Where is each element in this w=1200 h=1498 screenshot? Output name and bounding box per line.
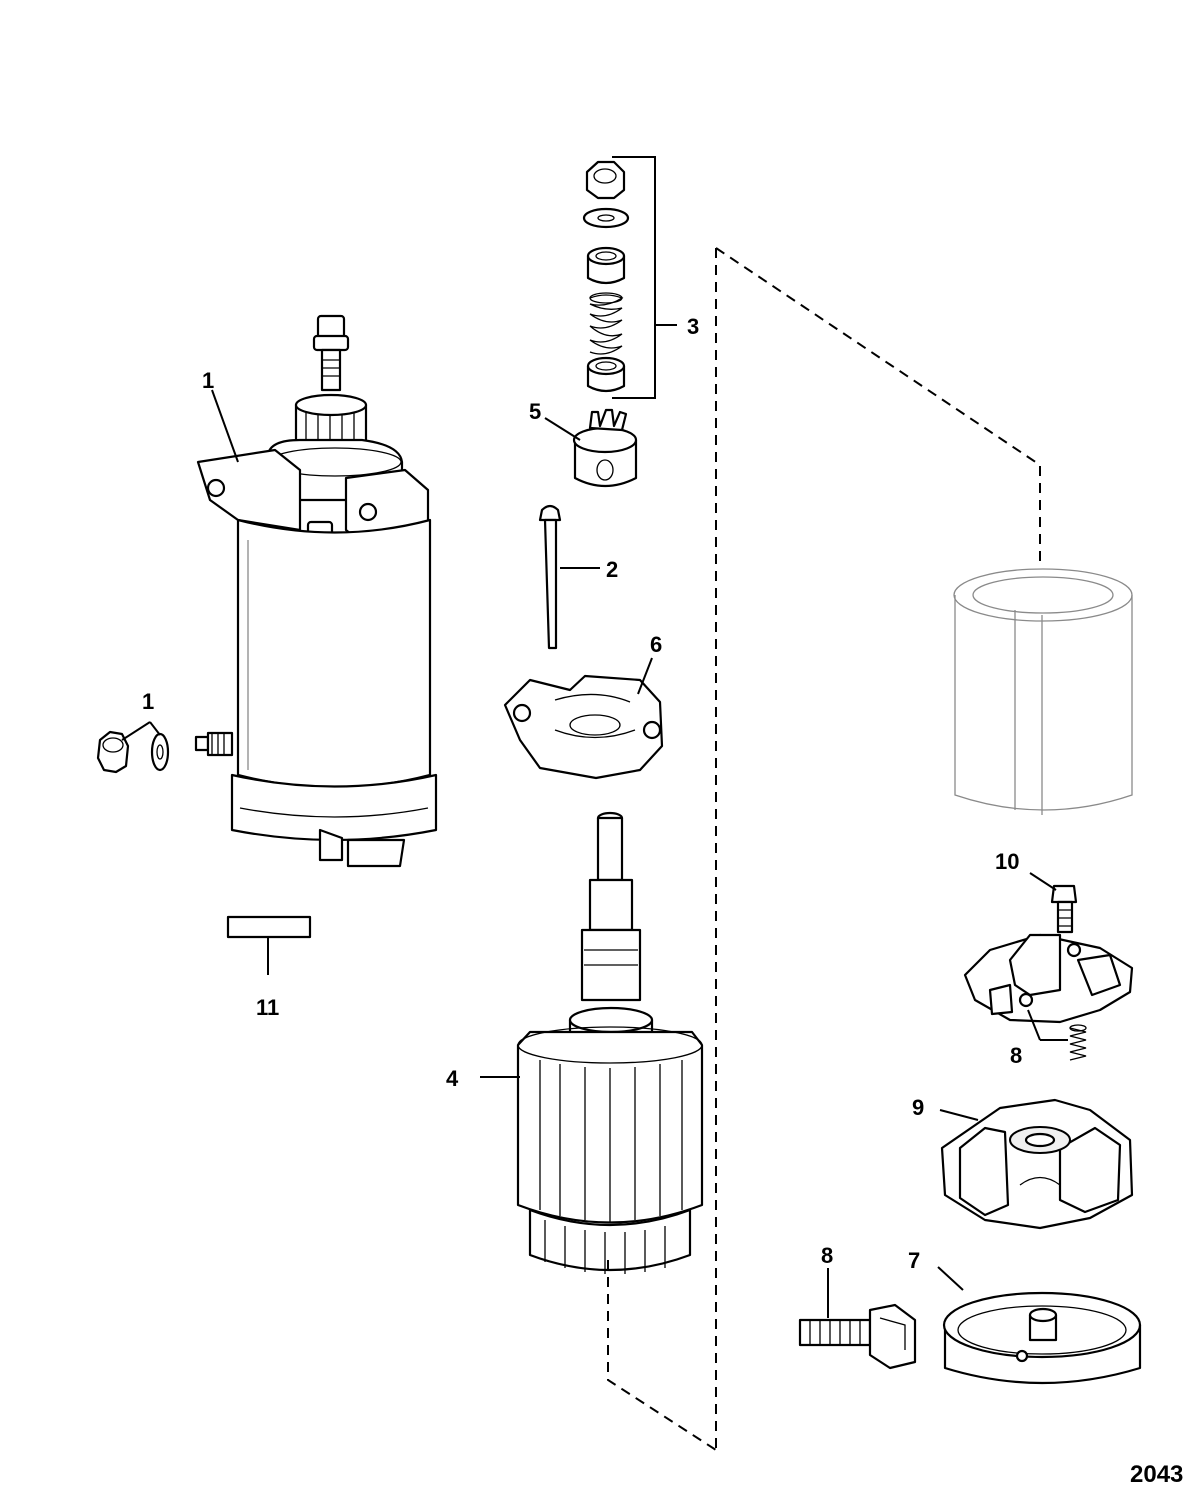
callout-1-starter: 1 [202, 368, 214, 393]
callout-4: 4 [446, 1066, 459, 1091]
callout-10: 10 [995, 849, 1019, 874]
through-bolt [538, 504, 562, 650]
callout-11: 11 [256, 995, 279, 1020]
callout-8-spring: 8 [1010, 1043, 1022, 1068]
callout-1-nut: 1 [142, 689, 154, 714]
nut-and-washer [96, 730, 170, 774]
pinion-drive-gear [572, 408, 638, 488]
magnet-sleeve [953, 568, 1133, 815]
commutator-end-cap [942, 1291, 1142, 1385]
hardware-kit [582, 160, 630, 393]
brush-plate [940, 1098, 1134, 1230]
starter-motor-assembly [194, 314, 438, 868]
armature [516, 811, 704, 1274]
brush-holder [963, 933, 1134, 1024]
figure-number: 2043 [1130, 1461, 1183, 1488]
end-frame-cap [503, 674, 664, 780]
terminal-bolt [798, 1303, 917, 1370]
callout-8-bolt: 8 [821, 1243, 833, 1268]
callout-5: 5 [529, 399, 541, 424]
assembly-dashed-line [607, 247, 1041, 1451]
callout-7: 7 [908, 1248, 920, 1273]
brush-screw [1050, 884, 1078, 934]
label-decal [226, 915, 312, 939]
callout-2: 2 [606, 557, 618, 582]
callout-3: 3 [687, 314, 699, 339]
brush-spring [1069, 1024, 1087, 1061]
callout-9: 9 [912, 1095, 924, 1120]
callout-6: 6 [650, 632, 662, 657]
